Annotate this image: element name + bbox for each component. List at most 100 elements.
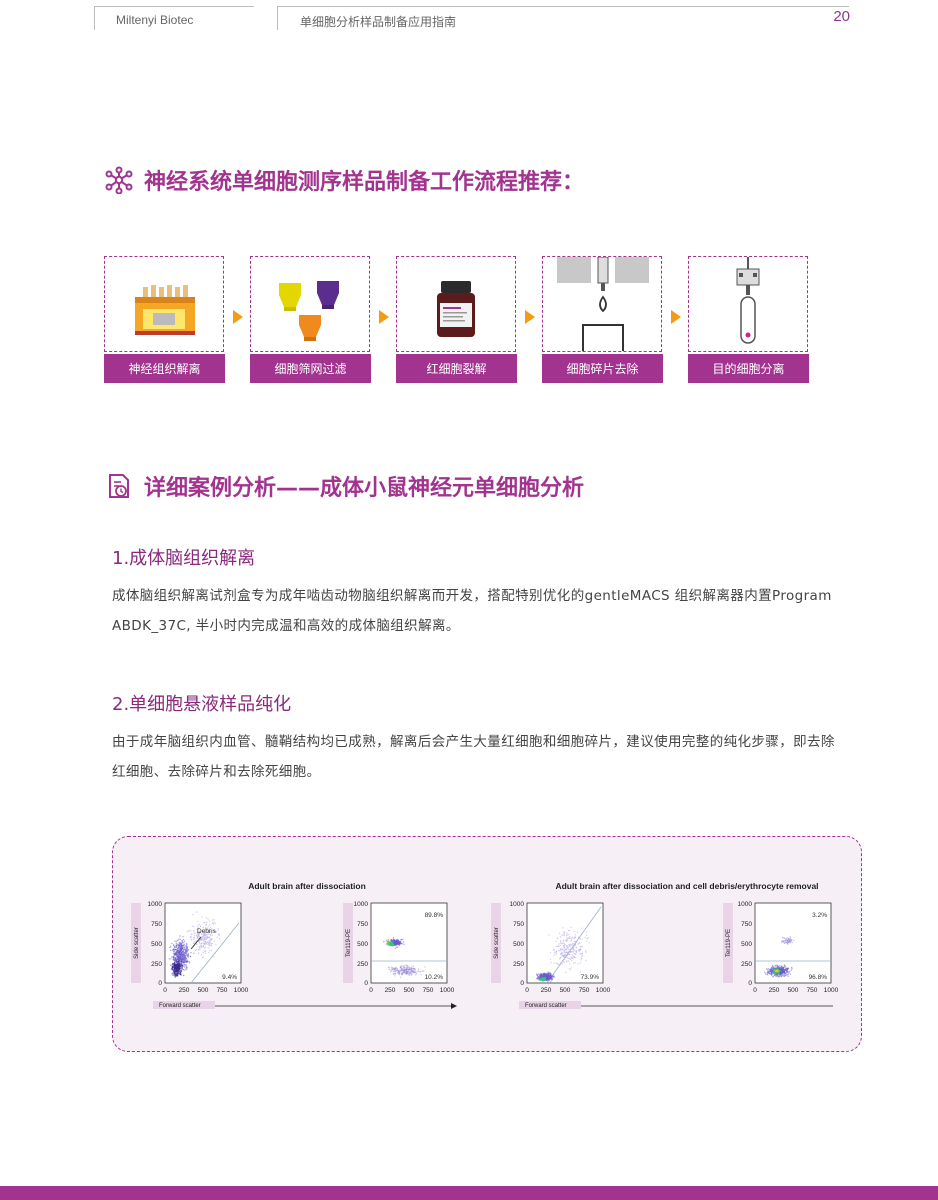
scatter-dot (789, 970, 791, 972)
separation-column-icon (736, 257, 760, 344)
scatter-dot (570, 937, 573, 940)
scatter-dot (585, 931, 587, 933)
scatter-dot (557, 938, 559, 940)
scatter-dot (566, 939, 569, 942)
scatter-dot (193, 925, 195, 928)
scatter-dot (776, 974, 778, 976)
case-title-text: 详细案例分析——成体小鼠神经元单细胞分析 (144, 476, 585, 501)
pct-label: 73.9% (581, 974, 600, 981)
scatter-dot (387, 966, 390, 968)
scatter-dot (575, 953, 577, 955)
scatter-dot (571, 950, 573, 952)
plot-1-2-ylabel: Ter119-PE (346, 929, 352, 957)
tick-label: 250 (179, 987, 190, 994)
scatter-dot (196, 932, 198, 934)
scatter-dot (562, 931, 565, 933)
scatter-dot (557, 962, 559, 965)
scatter-dot (409, 967, 411, 969)
scatter-dot (779, 974, 782, 976)
scatter-dot (203, 936, 206, 939)
scatter-dot (566, 937, 569, 939)
scatter-dot (769, 969, 772, 972)
scatter-dot (175, 961, 177, 963)
scatter-dot (579, 971, 581, 973)
scatter-dot (174, 972, 176, 974)
page-number: 20 (833, 8, 850, 25)
scatter-dot (786, 937, 788, 939)
scatter-dot (793, 939, 795, 942)
scatter-dot (569, 969, 571, 971)
scatter-dot (208, 951, 210, 954)
scatter-dot (184, 945, 187, 947)
scatter-dot (213, 929, 216, 932)
scatter-dot (566, 932, 568, 935)
scatter-dot (395, 939, 397, 941)
scatter-dot (574, 934, 576, 936)
dissociator-tubes-icon (135, 285, 195, 335)
scatter-dot (388, 968, 390, 971)
scatter-dot (175, 947, 178, 949)
scatter-dot (204, 933, 206, 935)
scatter-dot (771, 969, 773, 972)
scatter-dot (186, 930, 188, 933)
tick-label: 0 (520, 980, 524, 987)
scatter-dot (576, 931, 578, 933)
scatter-dot (395, 946, 398, 948)
scatter-dot (544, 979, 547, 981)
tick-label: 750 (579, 987, 590, 994)
tick-label: 500 (151, 941, 162, 948)
scatter-dot (581, 958, 583, 960)
scatter-dot (202, 957, 204, 959)
scatter-dot (580, 959, 582, 961)
scatter-dot (202, 933, 205, 935)
scatter-dot (178, 949, 181, 951)
scatter-dot (174, 970, 177, 972)
scatter-dot (578, 949, 580, 951)
scatter-dot (405, 964, 407, 966)
subsection-2-text: 由于成年脑组织内血管、髓鞘结构均已成熟，解离后会产生大量红细胞和细胞碎片，建议使… (112, 734, 835, 780)
scatter-dot (780, 969, 782, 972)
scatter-dot (563, 946, 566, 949)
scatter-dot (400, 942, 402, 944)
scatter-dot (398, 973, 401, 976)
tick-label: 0 (369, 987, 373, 994)
scatter-dot (564, 953, 566, 956)
tick-label: 750 (741, 921, 752, 928)
scatter-dot (201, 946, 203, 948)
scatter-dot (188, 961, 191, 963)
scatter-dot (198, 933, 200, 935)
scatter-dot (563, 961, 566, 964)
panel-1-xlabel: Forward scatter (159, 1003, 201, 1009)
scatter-dot (180, 944, 182, 946)
step-label: 目的细胞分离 (688, 354, 809, 383)
scatter-dot (185, 942, 188, 945)
scatter-dot (193, 938, 195, 940)
scatter-dot (559, 958, 561, 960)
scatter-dot (563, 943, 566, 945)
scatter-dot (174, 968, 177, 970)
scatter-dot (391, 966, 393, 968)
scatter-dot (190, 938, 192, 940)
scatter-dot (420, 974, 422, 976)
scatter-dot (551, 978, 553, 980)
scatter-dot (171, 942, 173, 945)
scatter-dot (177, 971, 179, 973)
scatter-dot (553, 962, 555, 964)
scatter-dot (193, 934, 195, 937)
pct-label: 9.4% (222, 974, 237, 981)
step-label: 红细胞裂解 (396, 354, 517, 383)
scatter-dot (550, 974, 552, 976)
scatter-dot (390, 939, 392, 941)
workflow-step-cell-separation: 目的细胞分离 (688, 256, 809, 384)
scatter-dot (405, 969, 407, 971)
scatter-dot (192, 913, 194, 916)
tick-label: 0 (753, 987, 757, 994)
scatter-dot (397, 946, 399, 948)
scatter-dot (218, 934, 220, 937)
scatter-dot (410, 974, 412, 976)
scatter-dot (184, 949, 186, 951)
panel-2-title: Adult brain after dissociation and cell … (555, 881, 818, 891)
reagent-bottle-icon (437, 281, 475, 337)
pct-label: 96.8% (809, 974, 828, 981)
scatter-dot (181, 963, 183, 965)
